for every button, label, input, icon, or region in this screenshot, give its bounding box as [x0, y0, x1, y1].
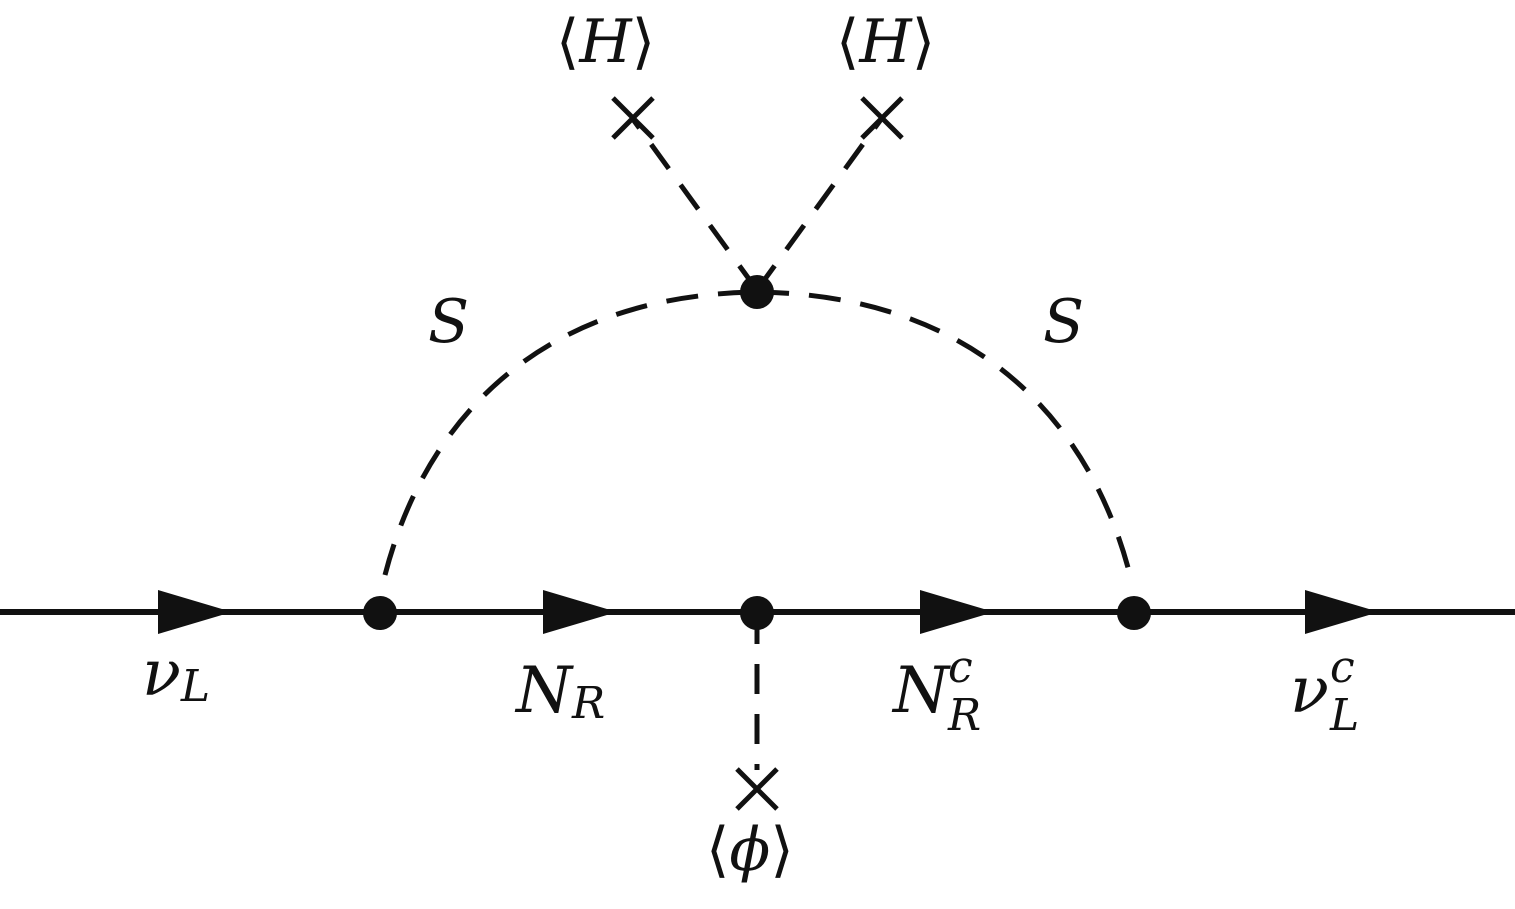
- label-s-left: S: [428, 287, 469, 357]
- label-vev-phi: ⟨ϕ⟩: [706, 815, 794, 885]
- label-N-R-c: N c R: [891, 642, 981, 741]
- svg-text:c: c: [948, 642, 973, 693]
- svg-text:R: R: [947, 690, 981, 741]
- arrow-nu-L: [158, 590, 232, 634]
- arrow-N-R-c: [920, 590, 994, 634]
- label-vev-h-left: ⟨H⟩: [556, 7, 655, 77]
- vertex-top: [740, 275, 774, 309]
- vertex-right: [1117, 596, 1151, 630]
- svg-text:ν: ν: [1290, 654, 1329, 728]
- arrow-nu-L-c: [1305, 590, 1379, 634]
- svg-text:c: c: [1330, 642, 1355, 693]
- label-s-right: S: [1043, 287, 1084, 357]
- scalar-loop-right: [756, 289, 1133, 576]
- vertex-left: [363, 596, 397, 630]
- vertex-mid: [740, 596, 774, 630]
- label-nu-L-c: ν c L: [1290, 642, 1359, 741]
- label-vev-h-right: ⟨H⟩: [836, 7, 935, 77]
- svg-text:L: L: [1329, 690, 1359, 741]
- vev-cross-h-left: [611, 96, 655, 140]
- label-N-R: NR: [514, 654, 605, 729]
- arrow-N-R: [543, 590, 617, 634]
- higgs-leg-left: [629, 116, 760, 292]
- vev-cross-h-right: [860, 96, 904, 140]
- label-nu-L: νL: [142, 637, 210, 712]
- scalar-loop-left: [382, 289, 758, 576]
- higgs-leg-right: [754, 116, 885, 292]
- svg-text:N: N: [891, 654, 951, 728]
- vev-cross-phi: [735, 767, 779, 811]
